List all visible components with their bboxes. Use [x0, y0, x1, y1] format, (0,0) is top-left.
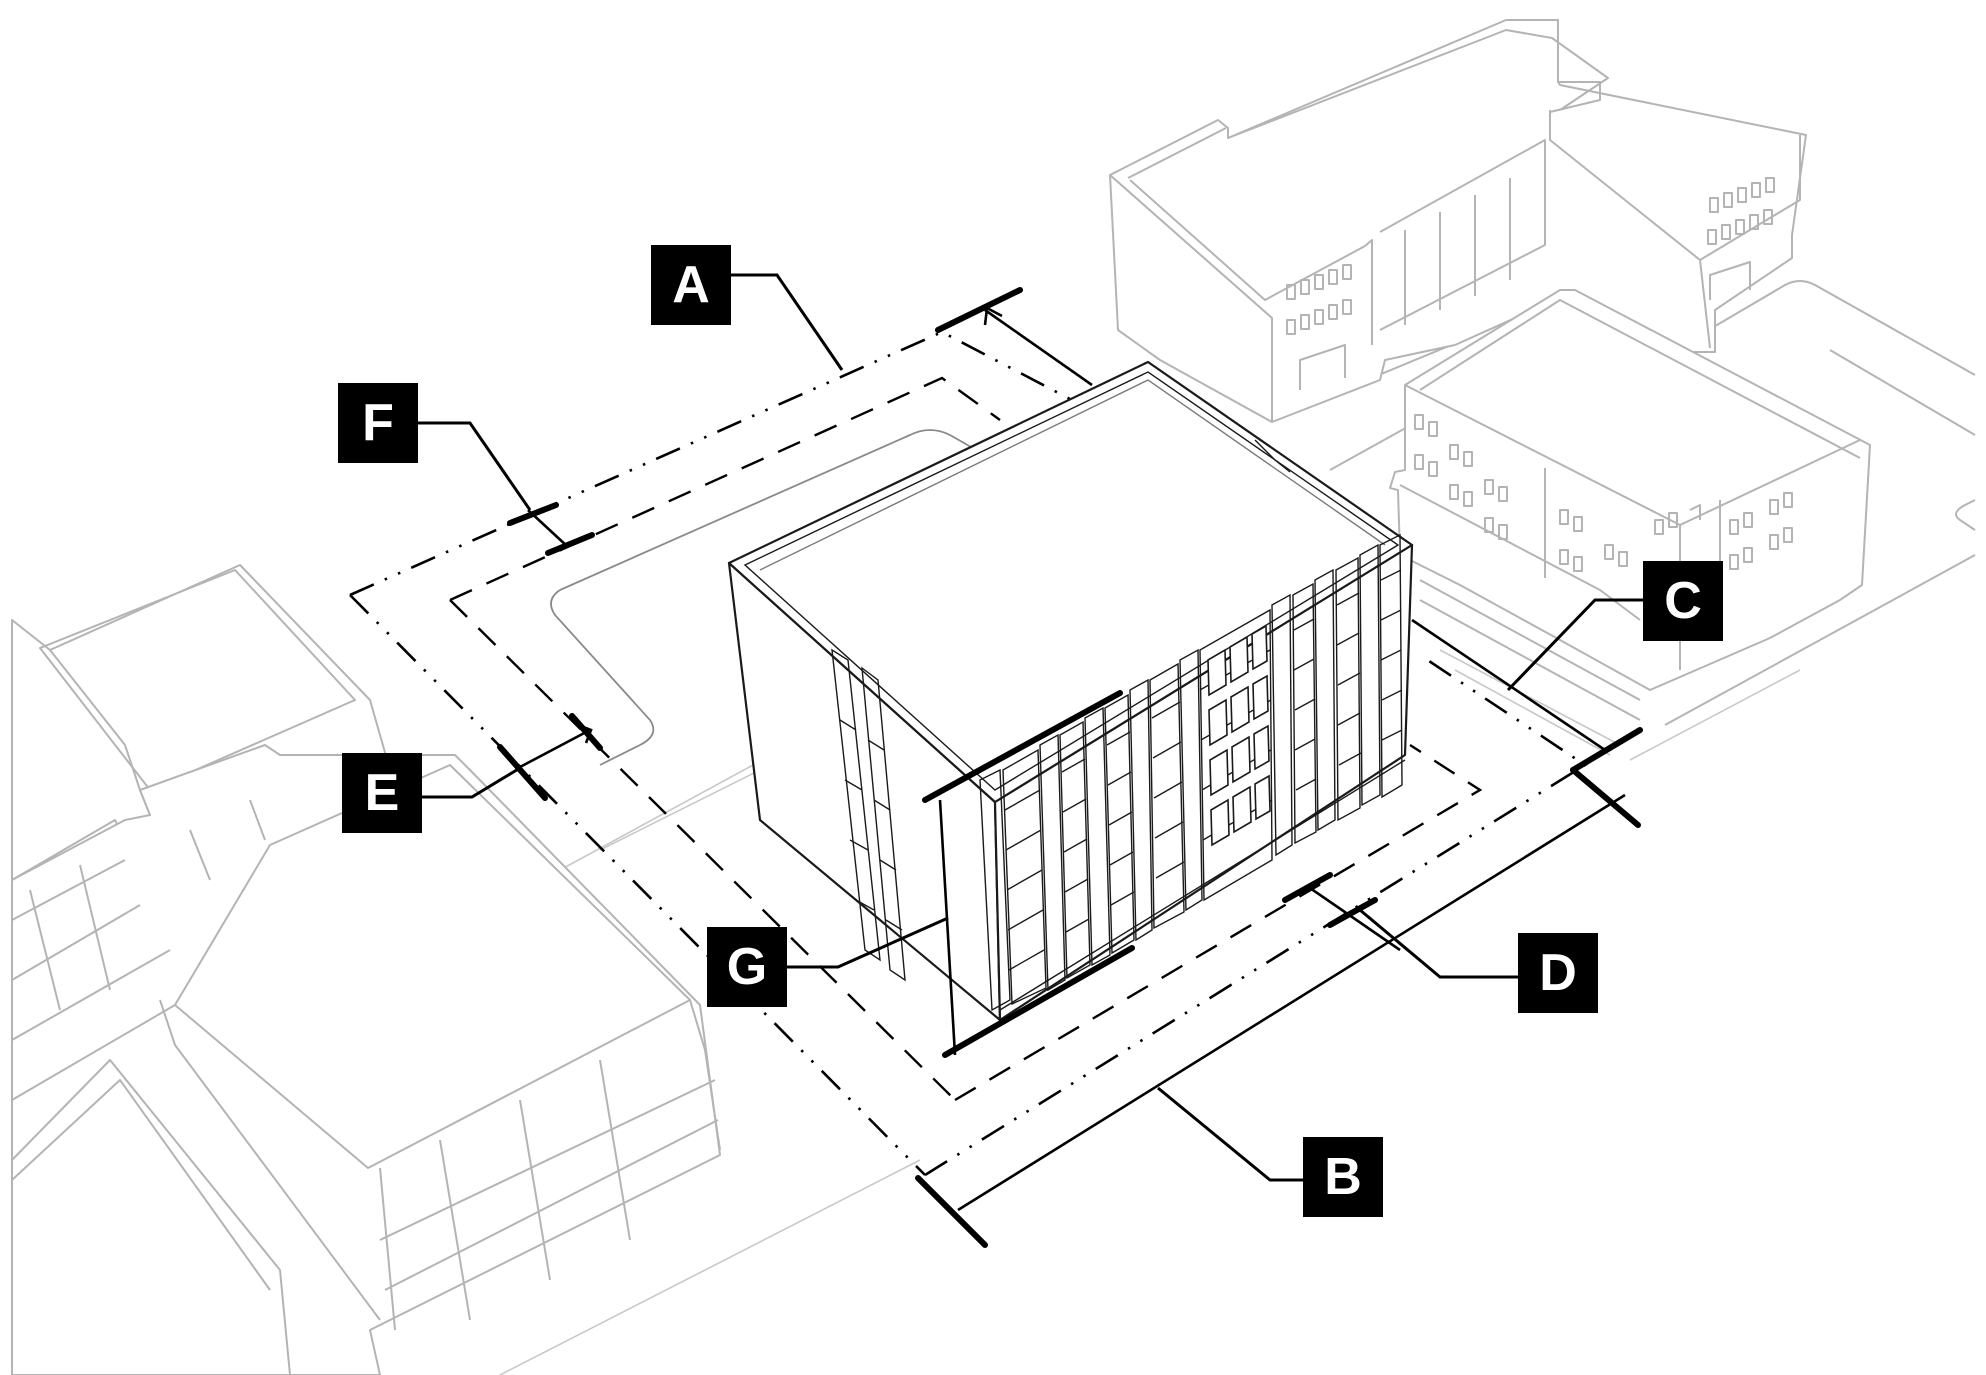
label-d-text: D	[1539, 944, 1577, 1002]
main-building-front-windows	[1002, 533, 1403, 1006]
leader-c	[1506, 598, 1643, 692]
label-e: E	[342, 753, 422, 833]
leader-e	[422, 766, 521, 799]
leader-d	[1359, 908, 1518, 979]
label-c-text: C	[1664, 572, 1702, 630]
label-g: G	[707, 927, 787, 1007]
dimension-a	[935, 287, 1093, 387]
driveway	[550, 429, 986, 766]
main-building-central-bay	[1199, 608, 1273, 902]
dimension-b	[915, 793, 1626, 1248]
leader-g	[787, 916, 949, 969]
label-g-text: G	[726, 938, 768, 996]
setback-line	[449, 376, 1483, 1102]
label-b: B	[1303, 1137, 1383, 1217]
label-d: D	[1518, 933, 1598, 1013]
label-c: C	[1643, 561, 1723, 641]
main-building	[727, 360, 1414, 1022]
leader-a	[730, 273, 844, 371]
context-building-northeast-windows	[1286, 177, 1775, 390]
leader-lines	[418, 273, 1643, 1182]
label-f: F	[338, 383, 418, 463]
context-building-west-lower	[11, 744, 721, 1375]
label-a: A	[651, 245, 731, 325]
dimension-e	[497, 713, 603, 801]
context-building-east	[1389, 289, 1871, 691]
label-b-text: B	[1324, 1148, 1362, 1206]
dimension-f	[507, 502, 595, 556]
label-f-text: F	[362, 394, 394, 452]
dimension-c	[1411, 618, 1643, 828]
dimension-g	[922, 690, 1135, 1058]
street-lines	[499, 280, 1976, 1375]
dimension-d	[1282, 872, 1401, 952]
leader-f	[418, 421, 532, 511]
main-building-front-pilasters	[979, 543, 1381, 1012]
label-a-text: A	[672, 256, 710, 314]
context-building-east-windows	[1414, 414, 1793, 572]
leader-b	[1157, 1086, 1303, 1182]
label-e-text: E	[364, 764, 400, 822]
